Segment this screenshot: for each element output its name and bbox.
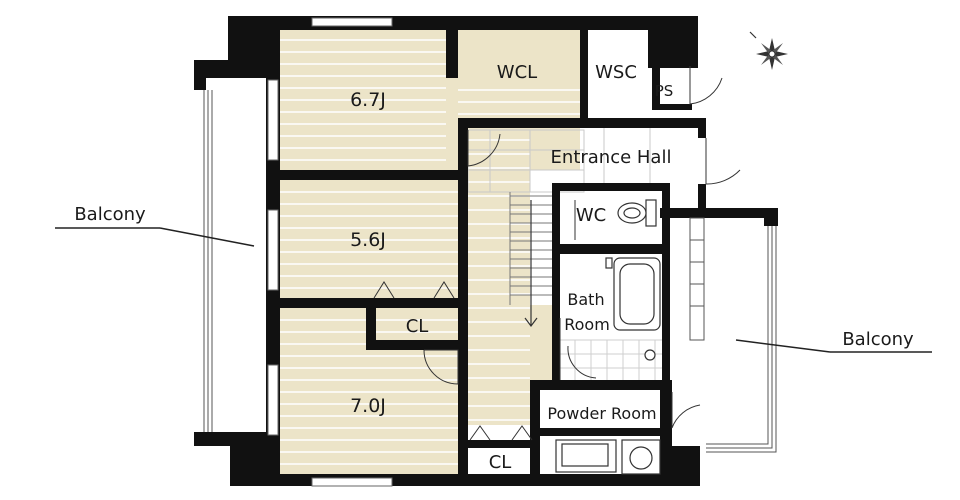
floor-bedroom-2: [278, 180, 458, 298]
compass-rose-icon: [749, 31, 788, 70]
label-closet-bottom: CL: [489, 452, 512, 473]
label-entrance-hall: Entrance Hall: [551, 147, 672, 168]
closet-doors: [373, 281, 533, 441]
doors: [423, 66, 741, 429]
label-ps: PS: [655, 82, 674, 100]
balcony-left-rail: [203, 90, 213, 432]
label-wsc: WSC: [595, 62, 637, 83]
label-wc: WC: [576, 205, 606, 226]
windows: [267, 17, 393, 487]
label-bedroom-3: 7.0J: [350, 395, 386, 417]
label-closet-middle: CL: [406, 316, 429, 337]
label-bath-line2: Room: [564, 315, 610, 334]
room-labels: 6.7J 5.6J 7.0J WCL WSC PS Entrance Hall …: [74, 62, 914, 473]
label-bath-line1: Bath: [567, 290, 604, 309]
floor-stair-landing: [510, 305, 555, 385]
label-balcony-left: Balcony: [74, 204, 146, 225]
bath-floor-tiles: [560, 339, 662, 380]
label-bedroom-1: 6.7J: [350, 89, 386, 111]
bathtub-icon: [605, 257, 661, 361]
sink-icon: [555, 439, 617, 473]
label-balcony-right: Balcony: [842, 329, 914, 350]
label-powder-room: Powder Room: [547, 404, 656, 423]
washing-machine-icon: [621, 439, 661, 475]
leader-lines: [55, 227, 932, 353]
toilet-icon: [617, 199, 657, 227]
stair-arrow: [524, 200, 538, 327]
label-bedroom-2: 5.6J: [350, 229, 386, 251]
balcony-right-rail: [689, 217, 777, 453]
label-wcl: WCL: [497, 62, 537, 83]
